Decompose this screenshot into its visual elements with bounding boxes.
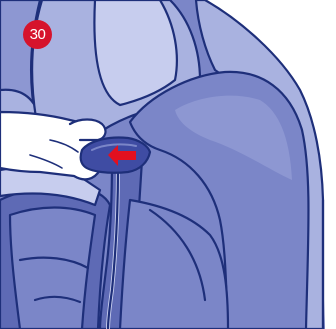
buckle-highlight (91, 143, 137, 151)
seat-cushion (118, 198, 230, 329)
headrest-inner (93, 0, 178, 107)
seat-cushion-curve (148, 208, 207, 302)
hand-crease-1 (49, 139, 79, 153)
hand-crease-2 (29, 154, 63, 169)
arrow-left-icon (108, 145, 136, 166)
step-number-badge: 30 (23, 20, 52, 49)
hand-thumb (68, 118, 107, 142)
side-lower-left-detail2 (33, 295, 82, 304)
shoulder-pad-highlight (175, 95, 292, 180)
harness-strap-line (106, 166, 120, 329)
side-lower-left-detail (18, 256, 90, 270)
right-background (200, 0, 336, 329)
side-lower-left-pad (8, 206, 97, 329)
